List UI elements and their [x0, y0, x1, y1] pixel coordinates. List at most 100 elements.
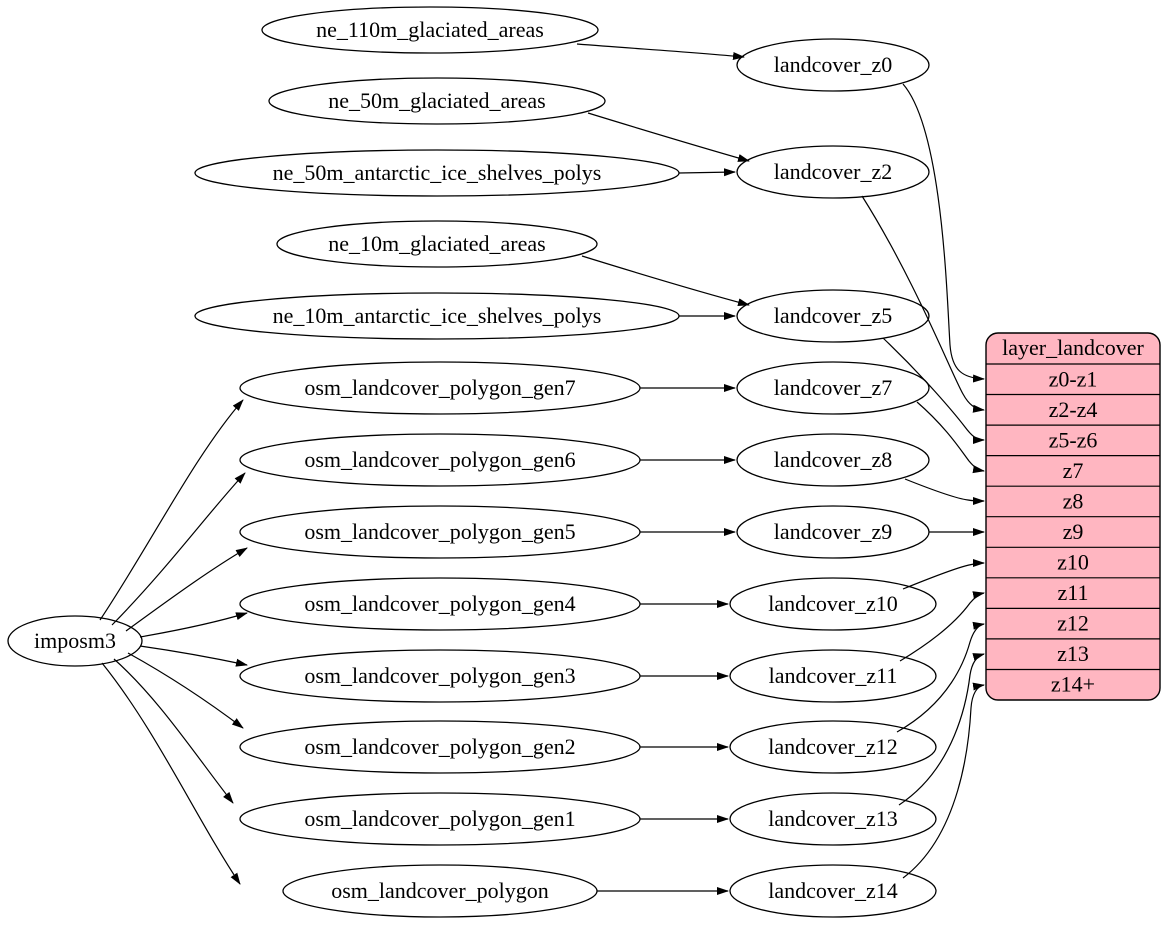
node-label-ne_110m_glaciated_areas: ne_110m_glaciated_areas: [316, 17, 544, 42]
node-label-landcover_z14: landcover_z14: [768, 878, 898, 903]
node-landcover_z0: landcover_z0: [736, 38, 930, 92]
edge-landcover_z14-row-z14plus: [902, 682, 985, 879]
node-ellipse-landcover_z11: [729, 649, 937, 703]
edge-imposm3-osm_landcover_polygon_gen5: [125, 547, 248, 632]
node-ellipse-landcover_z12: [729, 720, 937, 774]
node-label-landcover_z11: landcover_z11: [769, 663, 898, 688]
node-label-osm_landcover_polygon_gen1: osm_landcover_polygon_gen1: [304, 806, 575, 831]
node-landcover_z5: landcover_z5: [736, 289, 930, 343]
node-label-imposm3: imposm3: [34, 628, 116, 653]
edge-landcover_z2-row-z2-z4: [861, 195, 985, 413]
edge-landcover_z8-row-z8: [904, 478, 985, 505]
edge-landcover_z7-row-z7: [916, 401, 985, 474]
edge-imposm3-osm_landcover_polygon_gen4: [139, 612, 248, 638]
node-landcover_z10: landcover_z10: [729, 577, 937, 631]
table-row-z7: z7: [1063, 458, 1084, 483]
node-label-landcover_z0: landcover_z0: [774, 52, 893, 77]
node-ellipse-ne_10m_glaciated_areas: [276, 220, 598, 268]
edge-ne_110m_glaciated_areas-landcover_z0: [576, 43, 745, 60]
table-row-z12: z12: [1057, 611, 1089, 636]
node-label-osm_landcover_polygon_gen5: osm_landcover_polygon_gen5: [304, 519, 575, 544]
node-osm_landcover_polygon_gen1: osm_landcover_polygon_gen1: [239, 792, 641, 846]
edge-imposm3-osm_landcover_polygon: [101, 662, 241, 885]
node-osm_landcover_polygon: osm_landcover_polygon: [282, 864, 598, 918]
table-row-z8: z8: [1063, 488, 1084, 513]
edge-landcover_z12-row-z12: [896, 621, 985, 733]
edge-ne_50m_antarctic_ice_shelves_polys-landcover_z2: [678, 168, 736, 177]
node-label-landcover_z10: landcover_z10: [768, 591, 898, 616]
node-landcover_z11: landcover_z11: [729, 649, 937, 703]
node-label-osm_landcover_polygon_gen7: osm_landcover_polygon_gen7: [304, 375, 575, 400]
node-imposm3: imposm3: [7, 615, 143, 667]
node-label-landcover_z12: landcover_z12: [768, 734, 898, 759]
node-ellipse-landcover_z0: [736, 38, 930, 92]
table-row-z9: z9: [1063, 519, 1084, 544]
node-label-landcover_z5: landcover_z5: [774, 303, 893, 328]
node-label-osm_landcover_polygon_gen4: osm_landcover_polygon_gen4: [304, 591, 575, 616]
edge-imposm3-osm_landcover_polygon_gen3: [139, 645, 248, 667]
node-label-osm_landcover_polygon_gen2: osm_landcover_polygon_gen2: [304, 734, 575, 759]
node-ellipse-imposm3: [7, 615, 143, 667]
edge-ne_10m_glaciated_areas-landcover_z5: [581, 255, 750, 307]
edges: [99, 43, 985, 895]
table-row-z11: z11: [1058, 580, 1089, 605]
node-osm_landcover_polygon_gen2: osm_landcover_polygon_gen2: [239, 720, 641, 774]
node-osm_landcover_polygon_gen5: osm_landcover_polygon_gen5: [239, 505, 641, 559]
node-ellipse-landcover_z14: [729, 864, 937, 918]
node-landcover_z14: landcover_z14: [729, 864, 937, 918]
node-label-landcover_z13: landcover_z13: [768, 806, 898, 831]
node-osm_landcover_polygon_gen4: osm_landcover_polygon_gen4: [239, 577, 641, 631]
node-ellipse-landcover_z8: [736, 433, 930, 487]
edge-imposm3-osm_landcover_polygon_gen7: [99, 399, 244, 621]
node-label-landcover_z2: landcover_z2: [774, 159, 893, 184]
node-ellipse-landcover_z7: [736, 361, 930, 415]
node-ellipse-landcover_z10: [729, 577, 937, 631]
node-landcover_z13: landcover_z13: [729, 792, 937, 846]
table-title: layer_landcover: [1002, 335, 1144, 360]
table-row-z5-z6: z5-z6: [1049, 427, 1098, 452]
node-label-landcover_z7: landcover_z7: [774, 375, 893, 400]
node-label-landcover_z8: landcover_z8: [774, 447, 893, 472]
node-label-osm_landcover_polygon_gen6: osm_landcover_polygon_gen6: [304, 447, 575, 472]
node-osm_landcover_polygon_gen6: osm_landcover_polygon_gen6: [239, 433, 641, 487]
edge-imposm3-osm_landcover_polygon_gen2: [127, 652, 244, 729]
node-osm_landcover_polygon_gen7: osm_landcover_polygon_gen7: [239, 361, 641, 415]
node-ellipse-landcover_z5: [736, 289, 930, 343]
edge-landcover_z11-row-z11: [899, 591, 985, 662]
node-ne_10m_antarctic_ice_shelves_polys: ne_10m_antarctic_ice_shelves_polys: [194, 292, 680, 340]
edge-landcover_z5-row-z5-z6: [882, 337, 985, 444]
node-ne_50m_antarctic_ice_shelves_polys: ne_50m_antarctic_ice_shelves_polys: [194, 149, 680, 197]
table-row-z2-z4: z2-z4: [1049, 397, 1098, 422]
node-label-osm_landcover_polygon: osm_landcover_polygon: [331, 878, 549, 903]
node-label-ne_10m_glaciated_areas: ne_10m_glaciated_areas: [328, 231, 545, 256]
node-ellipse-landcover_z2: [736, 145, 930, 199]
node-ellipse-ne_50m_glaciated_areas: [268, 77, 606, 125]
edge-landcover_z13-row-z13: [898, 653, 985, 806]
edge-imposm3-osm_landcover_polygon_gen1: [113, 658, 234, 804]
edge-ne_50m_glaciated_areas-landcover_z2: [587, 112, 750, 162]
node-landcover_z7: landcover_z7: [736, 361, 930, 415]
node-ellipse-ne_110m_glaciated_areas: [261, 6, 599, 54]
node-osm_landcover_polygon_gen3: osm_landcover_polygon_gen3: [239, 649, 641, 703]
table-layer_landcover: layer_landcover z0-z1 z2-z4 z5-z6 z7 z8 …: [985, 332, 1161, 701]
node-ne_110m_glaciated_areas: ne_110m_glaciated_areas: [261, 6, 599, 54]
edge-imposm3-osm_landcover_polygon_gen6: [111, 472, 246, 626]
node-label-ne_10m_antarctic_ice_shelves_polys: ne_10m_antarctic_ice_shelves_polys: [273, 303, 602, 328]
node-landcover_z12: landcover_z12: [729, 720, 937, 774]
edge-landcover_z0-row-z0-z1: [902, 83, 985, 383]
node-landcover_z8: landcover_z8: [736, 433, 930, 487]
table-row-z0-z1: z0-z1: [1049, 366, 1098, 391]
table-row-z13: z13: [1057, 641, 1089, 666]
node-label-osm_landcover_polygon_gen3: osm_landcover_polygon_gen3: [304, 663, 575, 688]
node-ne_50m_glaciated_areas: ne_50m_glaciated_areas: [268, 77, 606, 125]
table-row-z10: z10: [1057, 550, 1089, 575]
edge-landcover_z10-row-z10: [902, 559, 985, 590]
node-label-ne_50m_glaciated_areas: ne_50m_glaciated_areas: [328, 88, 545, 113]
node-label-ne_50m_antarctic_ice_shelves_polys: ne_50m_antarctic_ice_shelves_polys: [273, 160, 602, 185]
node-ellipse-landcover_z13: [729, 792, 937, 846]
node-label-landcover_z9: landcover_z9: [774, 519, 893, 544]
node-landcover_z2: landcover_z2: [736, 145, 930, 199]
node-landcover_z9: landcover_z9: [736, 505, 930, 559]
